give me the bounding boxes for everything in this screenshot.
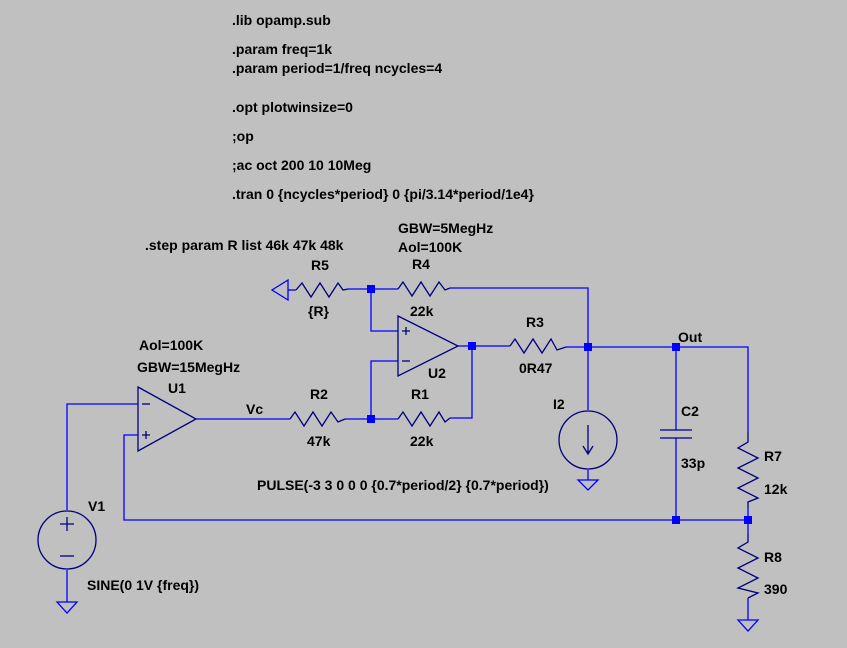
voltage-source-v1[interactable]: [37, 510, 97, 570]
current-source-i2[interactable]: [558, 410, 618, 470]
directive-param-period[interactable]: .param period=1/freq ncycles=4: [232, 60, 442, 76]
directive-param-freq[interactable]: .param freq=1k: [232, 41, 332, 57]
junction-nodes: [367, 285, 752, 524]
resistor-r4-icon[interactable]: [397, 280, 451, 298]
r3-name-label[interactable]: R3: [526, 314, 544, 330]
u1-gbw-label[interactable]: GBW=15MegHz: [137, 359, 240, 375]
ground-left-arrow[interactable]: [270, 278, 290, 302]
ground-symbols: [55, 278, 760, 632]
r7-value-label[interactable]: 12k: [764, 481, 788, 497]
node-u2-out[interactable]: [468, 342, 476, 350]
wire-u2-noninv[interactable]: [370, 360, 398, 419]
node-c2-bottom[interactable]: [672, 516, 680, 524]
i2-name-label[interactable]: I2: [553, 396, 565, 412]
wire-u2-inv[interactable]: [370, 289, 398, 332]
directive-lib[interactable]: .lib opamp.sub: [232, 12, 331, 28]
r8-name-label[interactable]: R8: [764, 549, 782, 565]
net-out-label[interactable]: Out: [678, 329, 702, 345]
opamp-u2-plus-icon: [402, 327, 410, 335]
opamp-u1[interactable]: [137, 385, 198, 453]
resistor-r2-icon[interactable]: [289, 410, 346, 428]
r8-value-label[interactable]: 390: [764, 581, 788, 597]
r2-value-label[interactable]: 47k: [307, 433, 331, 449]
v1-value-label[interactable]: SINE(0 1V {freq}): [87, 577, 199, 593]
opamp-u2[interactable]: [397, 314, 460, 378]
component-labels: GBW=5MegHz Aol=100K U2 R5 {R} R4 22k R3 …: [87, 220, 788, 597]
ground-v1-icon[interactable]: [55, 601, 79, 614]
wire-v1-u1-inv[interactable]: [66, 403, 138, 510]
voltage-source-v1-plus-icon: [60, 517, 74, 531]
r1-value-label[interactable]: 22k: [410, 433, 434, 449]
wire-u2-feedback[interactable]: [450, 346, 473, 419]
ground-i2-icon[interactable]: [576, 479, 600, 491]
r4-value-label[interactable]: 22k: [410, 303, 434, 319]
capacitor-c2-icon[interactable]: [660, 429, 692, 439]
wire-r3-out[interactable]: [566, 346, 749, 432]
opamp-u2-triangle-icon[interactable]: [397, 314, 460, 378]
u2-gbw-label[interactable]: GBW=5MegHz: [398, 220, 493, 236]
r3-value-label[interactable]: 0R47: [519, 360, 553, 376]
current-source-i2-circle-icon[interactable]: [558, 410, 618, 470]
r1-name-label[interactable]: R1: [411, 386, 429, 402]
i2-value-label[interactable]: PULSE(-3 3 0 0 0 {0.7*period/2} {0.7*per…: [257, 477, 549, 493]
resistor-r8-icon[interactable]: [736, 534, 760, 599]
r7-name-label[interactable]: R7: [764, 448, 782, 464]
r5-name-label[interactable]: R5: [311, 257, 329, 273]
r2-name-label[interactable]: R2: [310, 386, 328, 402]
r5-value-label[interactable]: {R}: [308, 303, 330, 319]
u1-aol-label[interactable]: Aol=100K: [139, 337, 203, 353]
wire-feedback-bottom[interactable]: [123, 434, 748, 521]
opamp-u1-triangle-icon[interactable]: [137, 385, 198, 453]
directive-op[interactable]: ;op: [232, 128, 254, 144]
node-r3-i2[interactable]: [584, 343, 592, 351]
wire-r4-right[interactable]: [450, 287, 589, 346]
c2-name-label[interactable]: C2: [681, 403, 699, 419]
r4-name-label[interactable]: R4: [412, 256, 430, 272]
spice-directives: .lib opamp.sub .param freq=1k .param per…: [145, 12, 534, 253]
u2-aol-label[interactable]: Aol=100K: [398, 239, 462, 255]
ground-r8-icon[interactable]: [736, 619, 760, 632]
node-r7-r8[interactable]: [744, 516, 752, 524]
voltage-source-v1-circle-icon[interactable]: [37, 510, 97, 570]
resistor-r5-icon[interactable]: [295, 281, 349, 299]
resistor-r3-icon[interactable]: [509, 337, 567, 355]
node-out[interactable]: [672, 343, 680, 351]
capacitor-c2[interactable]: [660, 429, 692, 439]
directive-tran[interactable]: .tran 0 {ncycles*period} 0 {pi/3.14*peri…: [232, 186, 534, 202]
u2-name-label[interactable]: U2: [428, 365, 446, 381]
c2-value-label[interactable]: 33p: [681, 455, 705, 471]
resistor-r7-icon[interactable]: [736, 432, 760, 508]
directive-ac[interactable]: ;ac oct 200 10 10Meg: [232, 157, 371, 173]
directive-opt[interactable]: .opt plotwinsize=0: [232, 99, 353, 115]
v1-name-label[interactable]: V1: [88, 498, 105, 514]
current-source-i2-arrow-icon: [582, 425, 594, 456]
opamp-u1-plus-icon: [142, 431, 150, 439]
resistors: [289, 280, 760, 599]
u1-name-label[interactable]: U1: [168, 380, 186, 396]
resistor-r1-icon[interactable]: [397, 410, 451, 428]
node-r5-r4[interactable]: [367, 285, 375, 293]
node-r2-r1[interactable]: [367, 415, 375, 423]
net-vc-label[interactable]: Vc: [246, 401, 263, 417]
directive-step[interactable]: .step param R list 46k 47k 48k: [145, 237, 344, 253]
